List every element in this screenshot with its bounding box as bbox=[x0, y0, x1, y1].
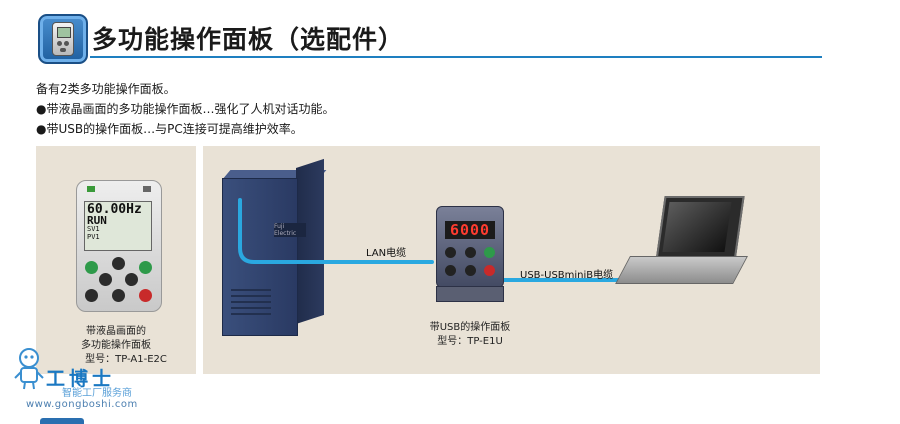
lan-cable bbox=[238, 198, 434, 264]
lcd-screen: 60.00Hz RUN SV1 PV1 bbox=[84, 201, 152, 251]
usb-cable-label: USB-USBminiB电缆 bbox=[520, 270, 614, 281]
section-tab bbox=[40, 418, 84, 424]
keypad-button bbox=[139, 289, 152, 302]
lcd-keypad-model: 型号：TP-A1-E2C bbox=[85, 354, 167, 365]
lcd-line: PV1 bbox=[87, 233, 100, 241]
keypad-button bbox=[445, 265, 456, 276]
keypad-button bbox=[445, 247, 456, 258]
intro-line-1: 备有2类多功能操作面板。 bbox=[36, 82, 176, 96]
inverter-logo: Fuji Electric bbox=[274, 223, 306, 237]
lcd-keypad-caption-2: 多功能操作面板 bbox=[81, 340, 151, 351]
watermark-brand: 工博士 bbox=[46, 368, 116, 390]
keypad-button bbox=[465, 247, 476, 258]
status-led bbox=[87, 186, 95, 192]
keypad-button bbox=[484, 265, 495, 276]
watermark-url: www.gongboshi.com bbox=[26, 399, 138, 410]
keypad-button bbox=[139, 261, 152, 274]
keypad-led-display: 6000 bbox=[445, 221, 495, 239]
usb-keypad-caption: 带USB的操作面板 bbox=[429, 322, 511, 333]
page-title: 多功能操作面板（选配件） bbox=[92, 25, 405, 54]
keypad-button bbox=[85, 261, 98, 274]
lcd-keypad-image: 60.00Hz RUN SV1 PV1 bbox=[76, 180, 162, 312]
keypad-button bbox=[99, 273, 112, 286]
usb-keypad-model: 型号：TP-E1U bbox=[437, 336, 503, 347]
lan-cable-label: LAN电缆 bbox=[366, 248, 407, 259]
keypad-button bbox=[484, 247, 495, 258]
keypad-button bbox=[465, 265, 476, 276]
keypad-button bbox=[85, 289, 98, 302]
lcd-keypad-caption-1: 带液晶画面的 bbox=[86, 326, 146, 337]
intro-line-2: ●带液晶画面的多功能操作面板…强化了人机对话功能。 bbox=[36, 102, 335, 116]
watermark-tagline: 智能工厂服务商 bbox=[62, 388, 132, 399]
keypad-button bbox=[112, 289, 125, 302]
title-rule bbox=[90, 56, 822, 58]
status-led bbox=[143, 186, 151, 192]
inverter-image: Fuji Electric bbox=[222, 158, 327, 336]
keypad-button bbox=[125, 273, 138, 286]
laptop-image bbox=[615, 196, 750, 292]
keypad-button bbox=[112, 257, 125, 270]
intro-line-3: ●带USB的操作面板…与PC连接可提高维护效率。 bbox=[36, 122, 303, 136]
usb-keypad-image: 6000 bbox=[436, 206, 504, 302]
keypad-icon bbox=[38, 14, 88, 64]
robot-mascot-icon bbox=[14, 348, 44, 390]
lcd-frequency: 60.00Hz bbox=[87, 202, 142, 217]
lcd-line: SV1 bbox=[87, 225, 100, 233]
lcd-run: RUN bbox=[87, 214, 107, 227]
